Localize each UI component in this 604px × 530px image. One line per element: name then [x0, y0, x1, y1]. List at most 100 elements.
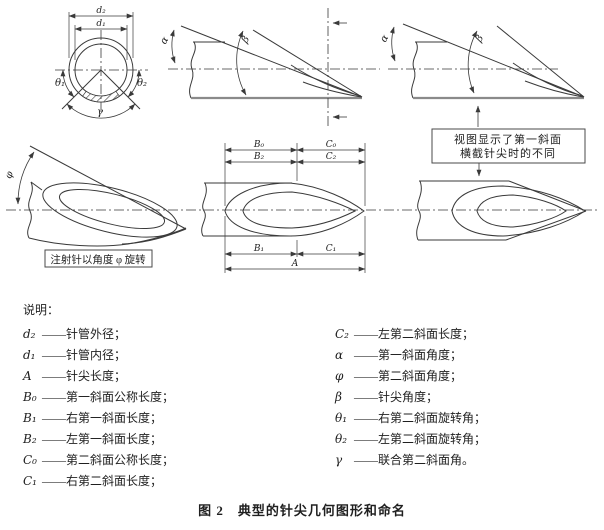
bottom-silhouette-line — [505, 210, 587, 241]
rotated-view-diagram: φ 注射针以角度 φ 旋转 — [3, 145, 187, 268]
legend-text: ——左第一斜面长度； — [42, 432, 163, 446]
legend-symbol: α — [335, 348, 344, 362]
label-d2: d₂ — [96, 6, 106, 16]
label-theta2: θ₂ — [137, 78, 147, 89]
legend-symbol: θ₂ — [335, 432, 348, 446]
legend-text: ——针管外径； — [42, 327, 127, 341]
legend-text: ——第二斜面公称长度； — [42, 453, 175, 467]
beta-arc — [467, 30, 478, 94]
facet-curve — [524, 80, 584, 98]
facet-curve — [512, 62, 584, 97]
label-gamma: γ — [97, 107, 103, 118]
beta-arc — [236, 30, 247, 96]
inner-lumen-ellipse — [58, 188, 166, 230]
legend-col-left: d₂ ——针管外径； d₁——针管内径； A——针尖长度； B₀ ——第一斜面公称长… — [23, 324, 308, 492]
legend-text: ——左第二斜面长度； — [354, 327, 475, 341]
legend-row: C₁——右第二斜面长度； — [23, 471, 308, 492]
legend-text: ——第一斜面角度； — [354, 348, 463, 362]
note-rotation-text: 注射针以角度 φ 旋转 — [50, 253, 146, 266]
radial-line-left — [61, 69, 102, 110]
alpha-arc — [389, 26, 396, 62]
label-C2: C₂ — [326, 152, 337, 162]
label-phi: φ — [3, 170, 16, 180]
legend-row: d₁——针管内径； — [23, 345, 308, 366]
label-A: A — [291, 259, 299, 269]
theta1-arc — [60, 69, 75, 98]
tube-break — [189, 41, 196, 99]
figure-diagram: d₂ d₁ θ₁ θ₂ γ α β — [3, 6, 600, 273]
label-B1: B₁ — [253, 244, 264, 254]
legend-symbol: C₂ — [335, 327, 349, 341]
legend-row: B₀ ——第一斜面公称长度； — [23, 387, 308, 408]
first-bevel-line — [180, 25, 363, 98]
legend-text: ——右第二斜面旋转角； — [354, 411, 487, 425]
legend-row: α ——第一斜面角度； — [335, 345, 588, 366]
legend-symbol: d₂ — [23, 327, 36, 341]
tube-break — [411, 41, 418, 99]
theta2-arc — [127, 69, 142, 98]
legend-heading: 说明： — [23, 303, 60, 317]
label-d1: d₁ — [96, 19, 105, 29]
legend-text: ——针尖角度； — [354, 390, 439, 404]
legend-text: ——右第一斜面长度； — [42, 411, 163, 425]
legend-symbol: C₁ — [23, 474, 37, 488]
label-beta: β — [239, 34, 252, 46]
tube-break — [416, 180, 422, 241]
legend-row: θ₂——左第二斜面旋转角； — [335, 429, 588, 450]
legend-symbol: A — [23, 369, 32, 383]
legend-row: B₂ ——左第一斜面长度； — [23, 429, 308, 450]
legend-text: ——联合第二斜面角。 — [354, 453, 475, 467]
legend-row: A——针尖长度； — [23, 366, 308, 387]
legend-row: C₂ ——左第二斜面长度； — [335, 324, 588, 345]
note-bevel-line1: 视图显示了第一斜面 — [454, 132, 562, 146]
hatched-facet-region — [82, 90, 120, 103]
side-view-diagram-1: α β — [158, 8, 380, 127]
legend-row: γ ——联合第二斜面角。 — [335, 450, 588, 471]
legend-symbol: β — [335, 390, 342, 404]
legend-row: φ ——第二斜面角度； — [335, 366, 588, 387]
facet-curve — [121, 228, 187, 245]
tip-angle-line — [252, 29, 363, 98]
legend-symbol: γ — [335, 453, 343, 467]
outer-bevel-outline — [451, 185, 586, 237]
rotated-bevel-line — [29, 145, 187, 230]
legend-text: ——第二斜面角度； — [354, 369, 463, 383]
legend-symbol: φ — [335, 369, 344, 383]
radial-line-right — [100, 69, 141, 110]
legend-row: d₂ ——针管外径； — [23, 324, 308, 345]
legend-row: C₀ ——第二斜面公称长度； — [23, 450, 308, 471]
legend-row: B₁ ——右第一斜面长度； — [23, 408, 308, 429]
label-C1: C₁ — [326, 244, 337, 254]
legend-row: β ——针尖角度； — [335, 387, 588, 408]
legend-text: ——第一斜面公称长度； — [42, 390, 175, 404]
tube-top-edge — [30, 181, 43, 191]
label-alpha: α — [158, 35, 171, 47]
label-beta: β — [473, 33, 486, 45]
top-view-dimensioned-diagram: B₀ C₀ B₂ C₂ B₁ C₁ A — [201, 140, 366, 273]
outer-bevel-ellipse — [42, 182, 178, 238]
note-bevel-line2: 横截针尖时的不同 — [460, 146, 556, 160]
gamma-arc — [66, 103, 136, 119]
top-silhouette-line — [508, 180, 587, 212]
legend-symbol: B₁ — [23, 411, 37, 425]
legend-col-right: C₂ ——左第二斜面长度； α ——第一斜面角度； φ ——第二斜面角度； β ——针尖… — [335, 324, 588, 492]
inner-lumen-outline — [476, 194, 567, 228]
top-view-combined-diagram — [416, 180, 587, 241]
facet-curve — [302, 81, 362, 98]
tube-break — [201, 182, 207, 237]
label-B0: B₀ — [253, 140, 265, 150]
side-view-diagram-2: α β — [378, 23, 585, 100]
legend-symbol: C₀ — [23, 453, 37, 467]
legend-symbol: B₀ — [23, 390, 37, 404]
outer-bevel-outline — [224, 182, 365, 237]
label-theta1: θ₁ — [55, 78, 65, 89]
note-box-rotation-border — [44, 249, 153, 268]
legend-symbol: θ₁ — [335, 411, 348, 425]
bottom-silhouette — [28, 227, 187, 247]
tube-break — [27, 181, 33, 239]
figure-caption: 图 2 典型的针尖几何图形和命名 — [198, 503, 406, 518]
legend-symbol: B₂ — [23, 432, 37, 446]
legend-row: θ₁ ——右第二斜面旋转角； — [335, 408, 588, 429]
label-B2: B₂ — [253, 152, 265, 162]
inner-lumen-outline — [242, 191, 357, 229]
